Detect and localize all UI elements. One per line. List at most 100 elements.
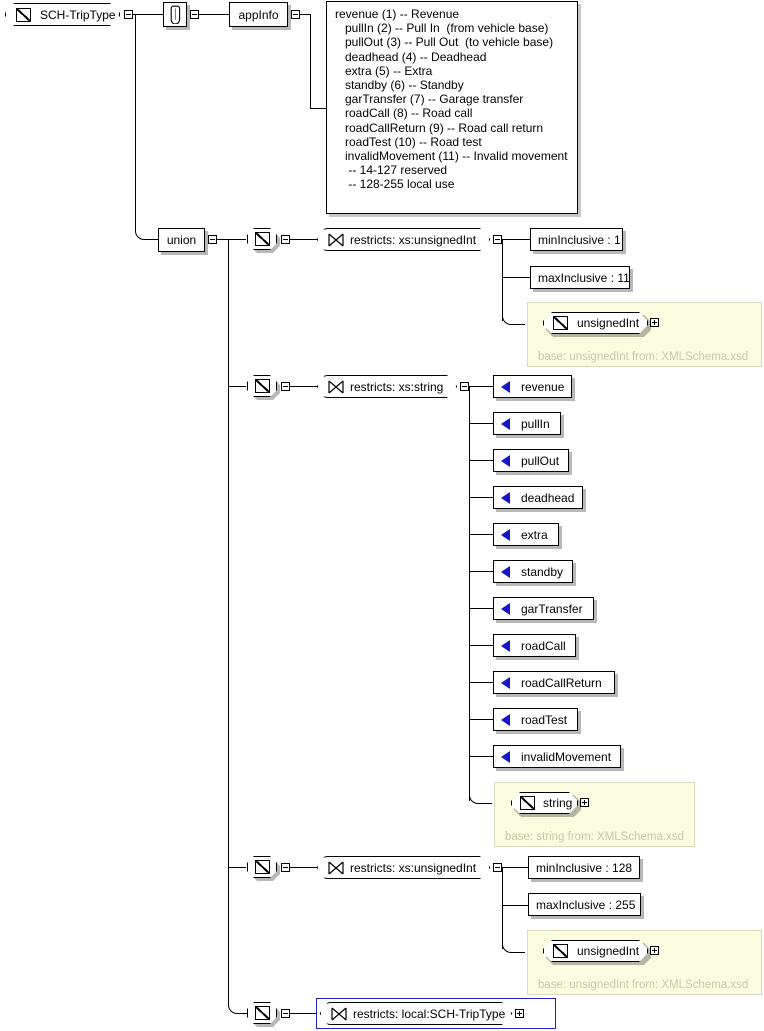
enum-label: extra xyxy=(521,527,548,542)
enum-value-pullin[interactable]: pullIn xyxy=(493,412,561,435)
enum-label: invalidMovement xyxy=(521,749,612,764)
branch1-restricts-expander[interactable] xyxy=(493,235,502,244)
branch1-facet-mininclusive[interactable]: minInclusive : 1 xyxy=(530,228,623,251)
enum-value-standby[interactable]: standby xyxy=(493,560,573,583)
enum-marker-icon xyxy=(501,676,510,689)
enum-label: pullIn xyxy=(521,416,550,431)
branch1-expander[interactable] xyxy=(281,235,290,244)
branch1-base-text: base: unsignedInt from: XMLSchema.xsd xyxy=(538,351,749,363)
doc-line: roadCallReturn (9) -- Road call return xyxy=(345,120,544,135)
branch4-simpletype-node[interactable] xyxy=(247,1002,277,1024)
branch2-restricts-node[interactable]: restricts: xs:string xyxy=(317,375,457,398)
connector-appinfo-down xyxy=(310,14,311,109)
branch2-expander[interactable] xyxy=(281,382,290,391)
branch4-restricts-expander[interactable] xyxy=(515,1009,524,1018)
branch3-facet-maxinclusive[interactable]: maxInclusive : 255 xyxy=(528,893,641,916)
branch2-simpletype-node[interactable] xyxy=(247,375,277,397)
connector-branch2-enum-4 xyxy=(469,497,493,498)
enum-value-invalidmovement[interactable]: invalidMovement xyxy=(493,745,621,768)
branch3-expander[interactable] xyxy=(281,863,290,872)
doc-line: -- 14-127 reserved xyxy=(345,163,448,178)
branch2-basetype-node[interactable]: string xyxy=(511,792,578,814)
enum-label: roadCall xyxy=(521,638,566,653)
branch2-restricts-label: restricts: xs:string xyxy=(350,379,444,394)
connector-branch1-to-basepanel xyxy=(502,239,525,325)
branch3-simpletype-node[interactable] xyxy=(247,856,277,878)
branch3-basetype-node[interactable]: unsignedInt xyxy=(543,940,648,962)
branch1-simpletype-node[interactable] xyxy=(247,228,277,250)
connector-branch2-enum-8 xyxy=(469,645,493,646)
simple-type-icon xyxy=(16,8,31,22)
branch3-basetype-label: unsignedInt xyxy=(577,944,640,958)
enum-value-revenue[interactable]: revenue xyxy=(493,375,572,398)
enum-label: garTransfer xyxy=(521,601,583,616)
root-expander[interactable] xyxy=(124,10,133,19)
branch3-basetype-expander[interactable] xyxy=(650,946,659,955)
branch2-base-panel: base: string from: XMLSchema.xsd xyxy=(494,782,695,847)
enum-label: revenue xyxy=(521,379,565,394)
enum-value-pullout[interactable]: pullOut xyxy=(493,449,569,472)
enum-value-roadcallreturn[interactable]: roadCallReturn xyxy=(493,671,615,694)
connector-branch2-enum-7 xyxy=(469,608,493,609)
branch1-facet-maxinclusive[interactable]: maxInclusive : 11 xyxy=(530,266,630,289)
enum-label: roadCallReturn xyxy=(521,675,602,690)
enum-value-gartransfer[interactable]: garTransfer xyxy=(493,597,594,620)
connector-branch2-to-basepanel xyxy=(469,386,492,804)
annotation-expander[interactable] xyxy=(190,10,199,19)
branch4-restricts-node[interactable]: restricts: local:SCH-TripType xyxy=(320,1002,512,1025)
branch3-restricts-label: restricts: xs:unsignedInt xyxy=(350,860,477,875)
branch1-basetype-node[interactable]: unsignedInt xyxy=(543,312,648,334)
simple-type-icon xyxy=(255,379,270,393)
doc-line: deadhead (4) -- Deadhead xyxy=(345,49,487,64)
enum-value-deadhead[interactable]: deadhead xyxy=(493,486,583,509)
connector-branch2-enum-9 xyxy=(469,682,493,683)
appinfo-node[interactable]: appInfo xyxy=(229,2,288,27)
paperclip-icon xyxy=(170,5,180,24)
facet-label: maxInclusive : 11 xyxy=(538,270,630,285)
connector-trunk-root-to-union xyxy=(135,14,162,240)
union-expander[interactable] xyxy=(208,235,217,244)
enum-marker-icon xyxy=(501,713,510,726)
enum-marker-icon xyxy=(501,528,510,541)
enum-value-extra[interactable]: extra xyxy=(493,523,559,546)
branch4-expander[interactable] xyxy=(281,1009,290,1018)
root-node-sch-triptype[interactable]: SCH-TripType xyxy=(5,3,120,26)
connector-branch2-enum-5 xyxy=(469,534,493,535)
branch2-basetype-expander[interactable] xyxy=(580,798,589,807)
branch1-basetype-expander[interactable] xyxy=(650,318,659,327)
connector-branch3-facet-2 xyxy=(502,905,528,906)
facet-label: minInclusive : 128 xyxy=(536,860,633,875)
facet-label: maxInclusive : 255 xyxy=(536,897,636,912)
restriction-bowtie-icon xyxy=(328,380,344,394)
union-node[interactable]: union xyxy=(158,228,205,252)
enum-marker-icon xyxy=(501,565,510,578)
enum-value-roadcall[interactable]: roadCall xyxy=(493,634,576,657)
enum-marker-icon xyxy=(501,454,510,467)
connector-trunk-top xyxy=(133,14,163,15)
connector-appinfo-to-docbox xyxy=(310,108,326,109)
enum-label: deadhead xyxy=(521,490,575,505)
connector-branch2-enum-10 xyxy=(469,719,493,720)
enum-marker-icon xyxy=(501,750,510,763)
connector-appinfo-stub xyxy=(300,14,310,15)
connector-branch3-facet-1 xyxy=(502,867,528,868)
branch3-restricts-expander[interactable] xyxy=(493,863,502,872)
simple-type-icon xyxy=(553,316,568,330)
connector-union-branch-1 xyxy=(228,239,246,240)
branch3-facet-mininclusive[interactable]: minInclusive : 128 xyxy=(528,856,640,879)
connector-union-branch-3 xyxy=(228,867,246,868)
branch2-base-text: base: string from: XMLSchema.xsd xyxy=(505,831,684,843)
enum-value-roadtest[interactable]: roadTest xyxy=(493,708,578,731)
annotation-node[interactable] xyxy=(163,2,187,27)
documentation-box: revenue (1) -- Revenue pullIn (2) -- Pul… xyxy=(326,1,578,214)
branch2-restricts-expander[interactable] xyxy=(460,382,469,391)
branch1-restricts-node[interactable]: restricts: xs:unsignedInt xyxy=(317,228,490,251)
enum-label: pullOut xyxy=(521,453,560,468)
branch3-base-text: base: unsignedInt from: XMLSchema.xsd xyxy=(538,979,749,991)
appinfo-label: appInfo xyxy=(238,7,279,22)
appinfo-expander[interactable] xyxy=(291,10,300,19)
simple-type-icon xyxy=(255,232,270,246)
branch3-restricts-node[interactable]: restricts: xs:unsignedInt xyxy=(317,856,490,879)
enum-marker-icon xyxy=(501,639,510,652)
